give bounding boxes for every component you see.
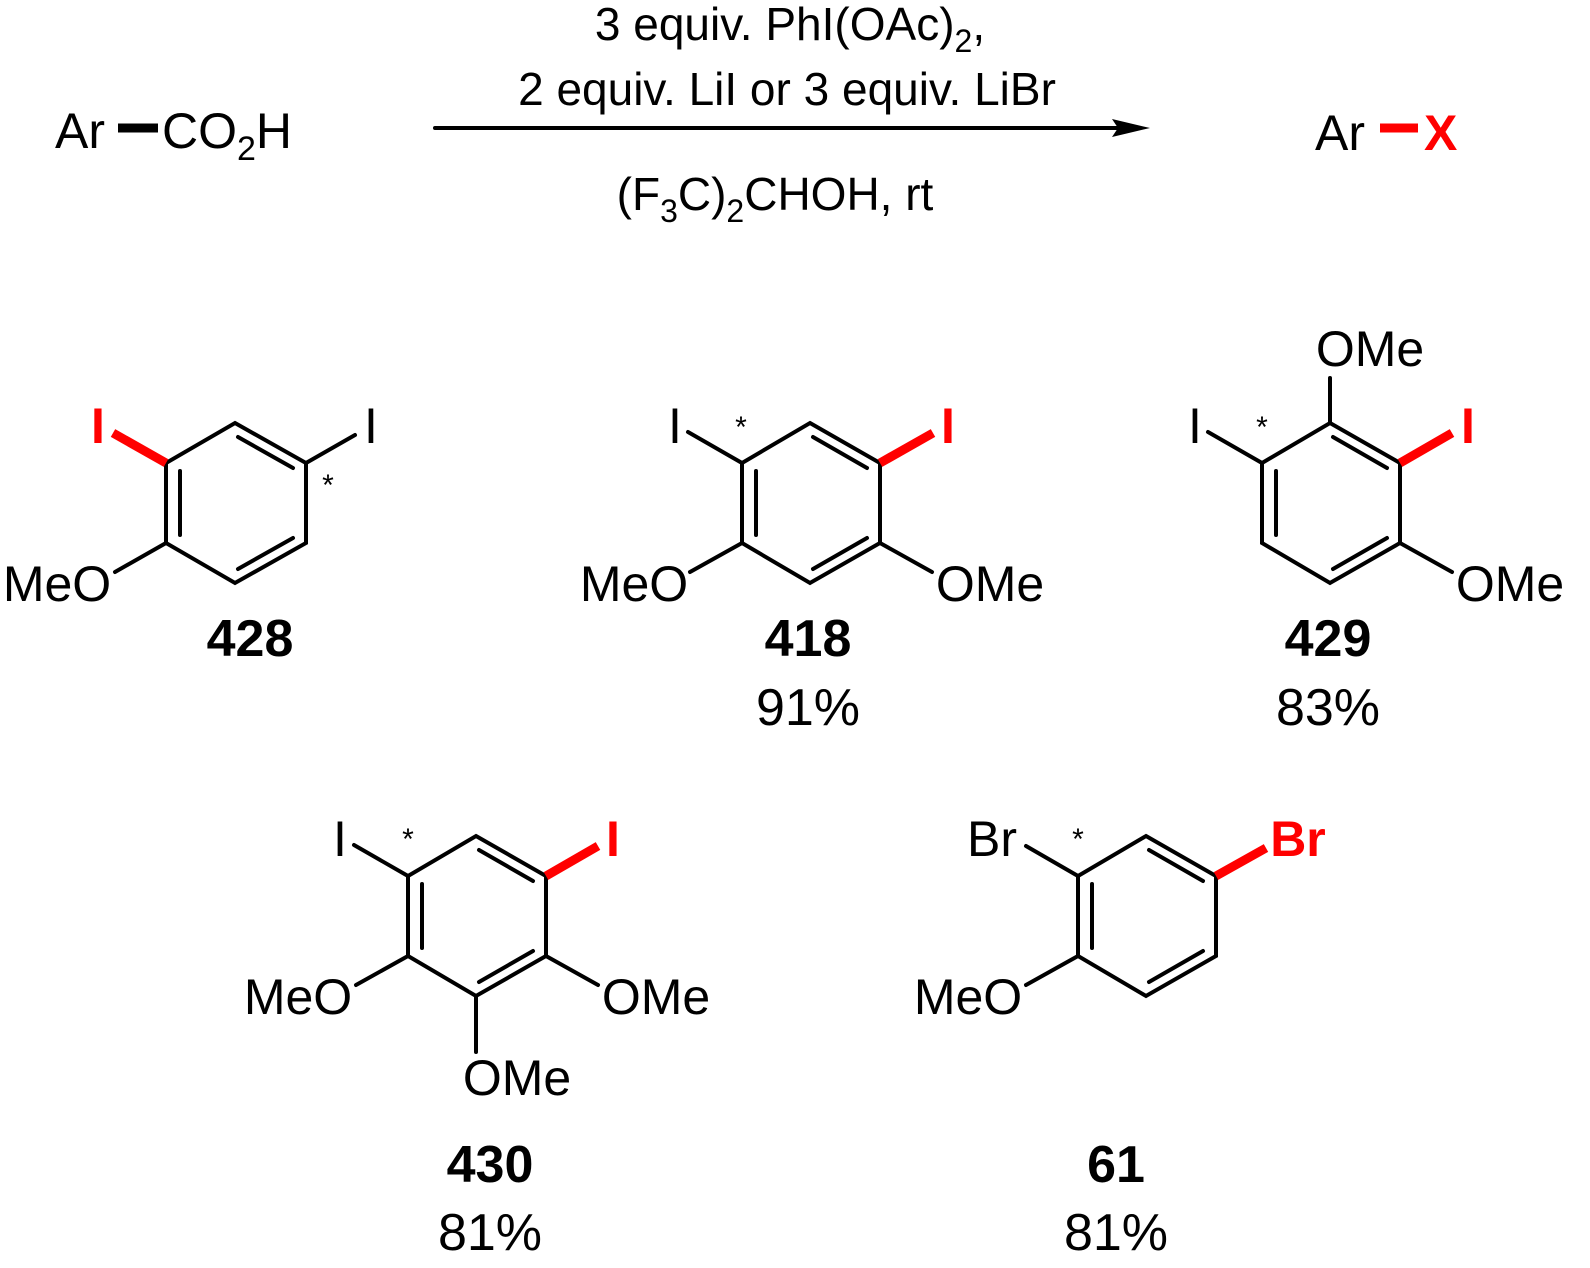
benzene-ring xyxy=(406,833,548,999)
reactant: Ar CO2H xyxy=(55,103,292,168)
iodine-new: I xyxy=(606,811,620,867)
compound-yield: 81% xyxy=(438,1204,542,1262)
iodine-new: I xyxy=(91,398,105,454)
new-c-i-bond xyxy=(877,429,936,467)
new-c-i-bond xyxy=(110,429,169,467)
compound-label: 61 xyxy=(1087,1136,1145,1194)
compound-428: I I * MeO 428 xyxy=(3,398,378,668)
compound-430: I I * MeO OMe OMe 430 81% xyxy=(244,811,710,1262)
conditions-solvent: (F3C)2CHOH, rt xyxy=(617,168,934,229)
iodine-existing: I xyxy=(364,398,378,454)
methoxy-left: MeO xyxy=(580,556,688,612)
compound-label: 418 xyxy=(765,610,852,668)
methoxy-right: OMe xyxy=(936,556,1044,612)
c-i-bond xyxy=(352,843,410,878)
c-i-bond xyxy=(686,430,744,465)
compound-yield: 81% xyxy=(1064,1204,1168,1262)
new-c-i-bond xyxy=(543,842,601,880)
product-x: X xyxy=(1424,105,1457,161)
reaction-conditions: 3 equiv. PhI(OAc)2, 2 equiv. LiI or 3 eq… xyxy=(433,0,1150,229)
benzene-ring xyxy=(1260,420,1402,586)
c-i-bond xyxy=(1206,430,1264,465)
iodine-existing: I xyxy=(1188,398,1202,454)
c-o-bond xyxy=(113,541,168,574)
methoxy: MeO xyxy=(3,556,111,612)
compound-61: Br Br * MeO 61 81% xyxy=(914,811,1326,1262)
c-br-bond xyxy=(1024,844,1080,878)
iodine-new: I xyxy=(1461,398,1475,454)
ipso-marker: * xyxy=(322,469,334,502)
methoxy-bottom: OMe xyxy=(463,1050,571,1106)
compound-418: I I * MeO OMe 418 91% xyxy=(580,398,1044,737)
new-c-br-bond xyxy=(1213,844,1269,880)
ipso-marker: * xyxy=(402,823,414,856)
compound-label: 428 xyxy=(207,610,294,668)
c-o-bond xyxy=(1024,954,1080,987)
compound-label: 429 xyxy=(1285,610,1372,668)
bromine-new: Br xyxy=(1270,811,1326,867)
reactant-group: CO2H xyxy=(162,103,292,168)
ipso-marker: * xyxy=(735,411,747,444)
c-o-bond xyxy=(1398,541,1454,574)
c-o-bond xyxy=(354,954,410,987)
bromine-existing: Br xyxy=(967,811,1017,867)
compound-label: 430 xyxy=(447,1136,534,1194)
iodine-existing: I xyxy=(333,811,347,867)
c-o-bond xyxy=(878,541,934,574)
compound-429: OMe I I * OMe 429 83% xyxy=(1188,321,1564,737)
methoxy-right: OMe xyxy=(1456,556,1564,612)
benzene-ring xyxy=(164,420,308,586)
methoxy-right: OMe xyxy=(602,969,710,1025)
methoxy-left: MeO xyxy=(244,969,352,1025)
methoxy: MeO xyxy=(914,969,1022,1025)
compound-yield: 83% xyxy=(1276,679,1380,737)
ipso-marker: * xyxy=(1256,411,1268,444)
compound-yield: 91% xyxy=(756,679,860,737)
benzene-ring xyxy=(1076,833,1218,999)
conditions-reagent-1: 3 equiv. PhI(OAc)2, xyxy=(595,0,985,59)
benzene-ring xyxy=(740,420,882,586)
new-c-i-bond xyxy=(1397,429,1455,467)
methoxy-top: OMe xyxy=(1316,321,1424,377)
c-i-bond xyxy=(304,433,357,465)
c-o-bond xyxy=(544,954,600,987)
c-o-bond xyxy=(688,541,744,574)
product-ar: Ar xyxy=(1315,105,1365,161)
product: Ar X xyxy=(1315,105,1457,161)
conditions-reagent-2: 2 equiv. LiI or 3 equiv. LiBr xyxy=(518,63,1056,115)
ipso-marker: * xyxy=(1072,823,1084,856)
iodine-existing: I xyxy=(668,398,682,454)
iodine-new: I xyxy=(941,398,955,454)
reaction-arrow-head xyxy=(1112,119,1150,137)
reactant-ar: Ar xyxy=(55,103,105,159)
